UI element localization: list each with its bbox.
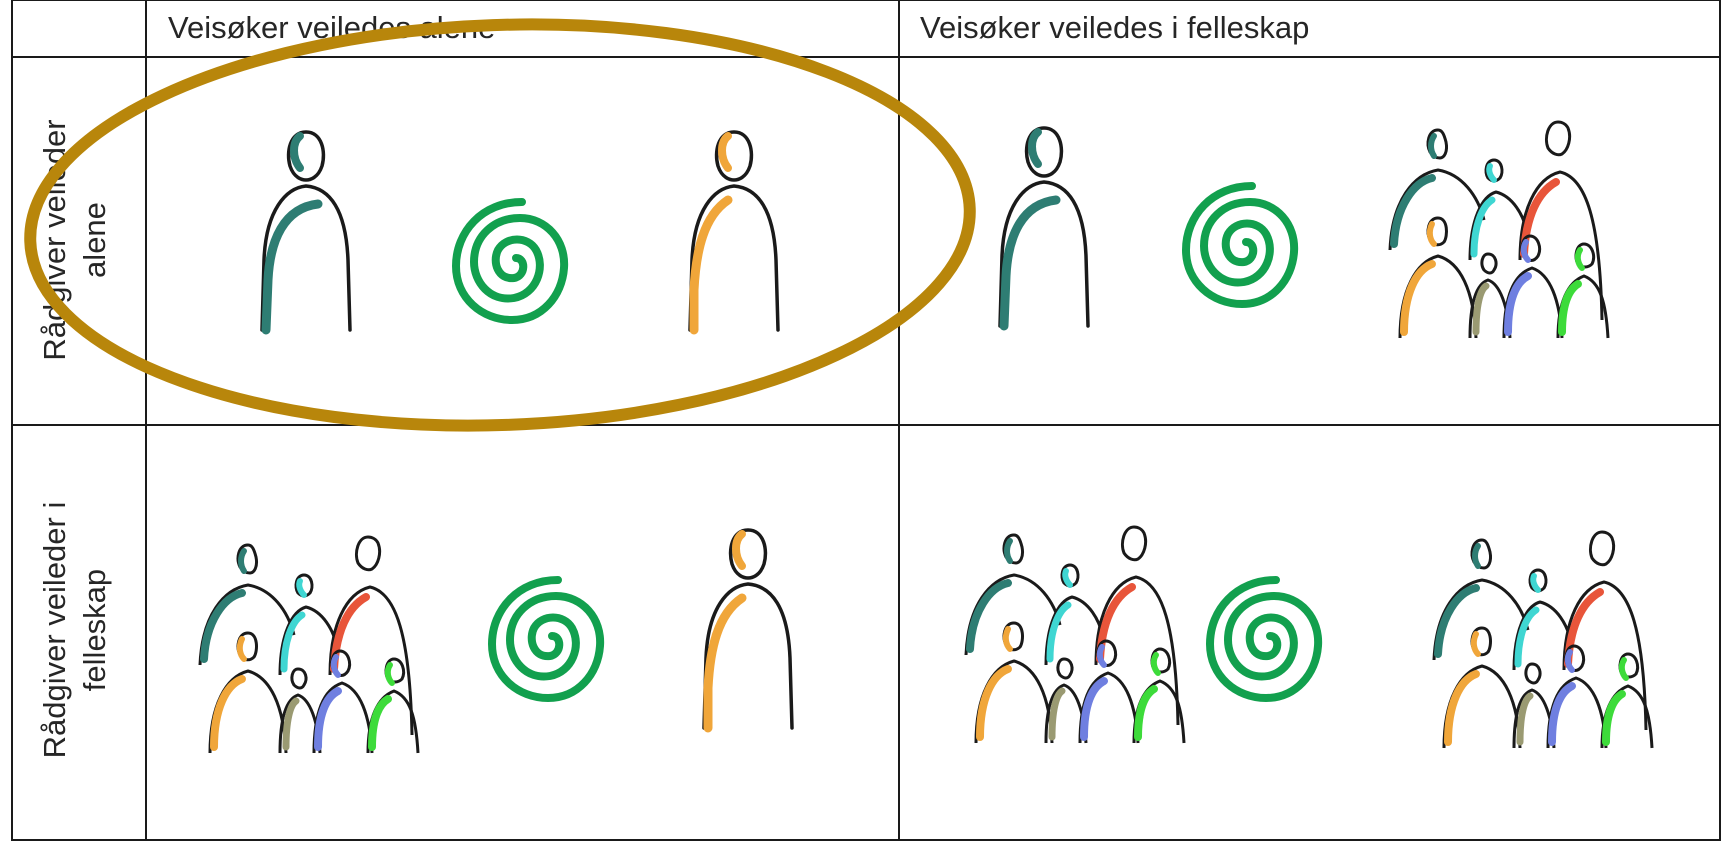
person-teal-single — [260, 130, 352, 335]
spiral-icon — [1210, 580, 1318, 698]
spiral-icon — [492, 580, 600, 698]
column-header-community: Veisøker veiledes i felleskap — [920, 10, 1310, 45]
group-people — [1390, 122, 1608, 338]
person-orange-single — [688, 130, 780, 335]
person-teal-single — [998, 126, 1090, 331]
spiral-icon — [1186, 186, 1294, 304]
group-people — [200, 537, 418, 753]
group-people — [966, 527, 1184, 743]
group-people — [1434, 532, 1652, 748]
person-orange-single — [702, 528, 794, 733]
spiral-icon — [456, 202, 564, 320]
table-border — [11, 0, 1721, 841]
highlight-ellipse — [24, 18, 976, 432]
